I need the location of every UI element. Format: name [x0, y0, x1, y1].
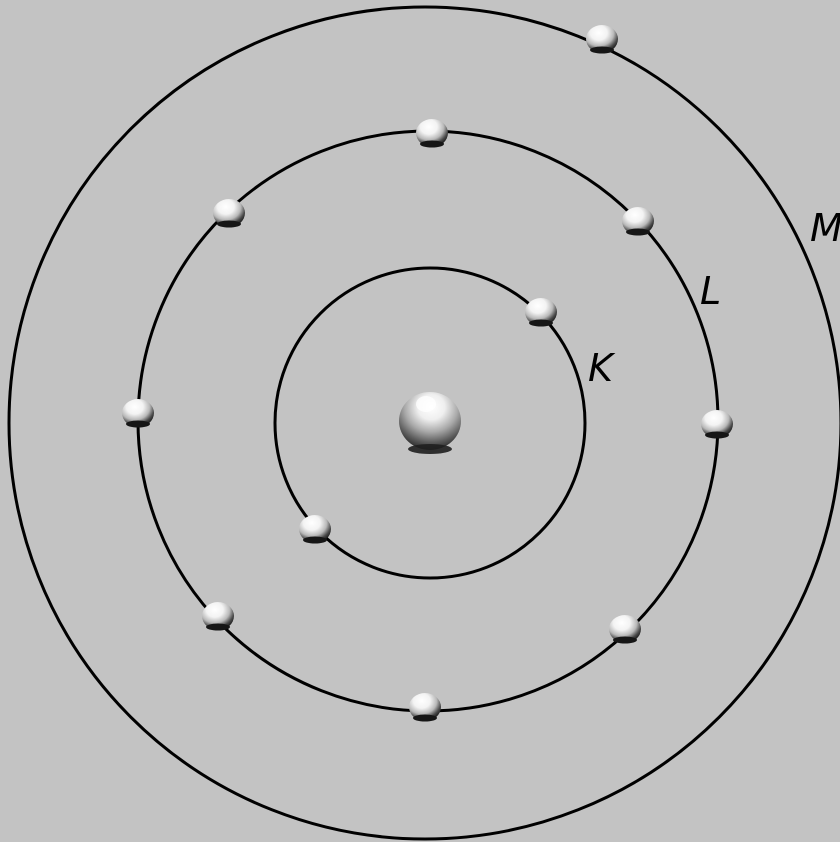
electron-l-6	[202, 602, 234, 631]
label-l: L	[700, 269, 721, 313]
electron-k-1	[525, 298, 557, 327]
label-m: M	[810, 206, 840, 250]
electron-l-8	[409, 693, 441, 722]
electron-l-2	[213, 199, 245, 228]
electron-l-7	[609, 615, 641, 644]
electron-l-1	[416, 119, 448, 148]
label-k: K	[588, 346, 616, 390]
electron-m-1	[586, 25, 618, 54]
electron-l-5	[701, 410, 733, 439]
electron-l-3	[622, 207, 654, 236]
electron-l-4	[122, 399, 154, 428]
electron-k-2	[299, 515, 331, 544]
